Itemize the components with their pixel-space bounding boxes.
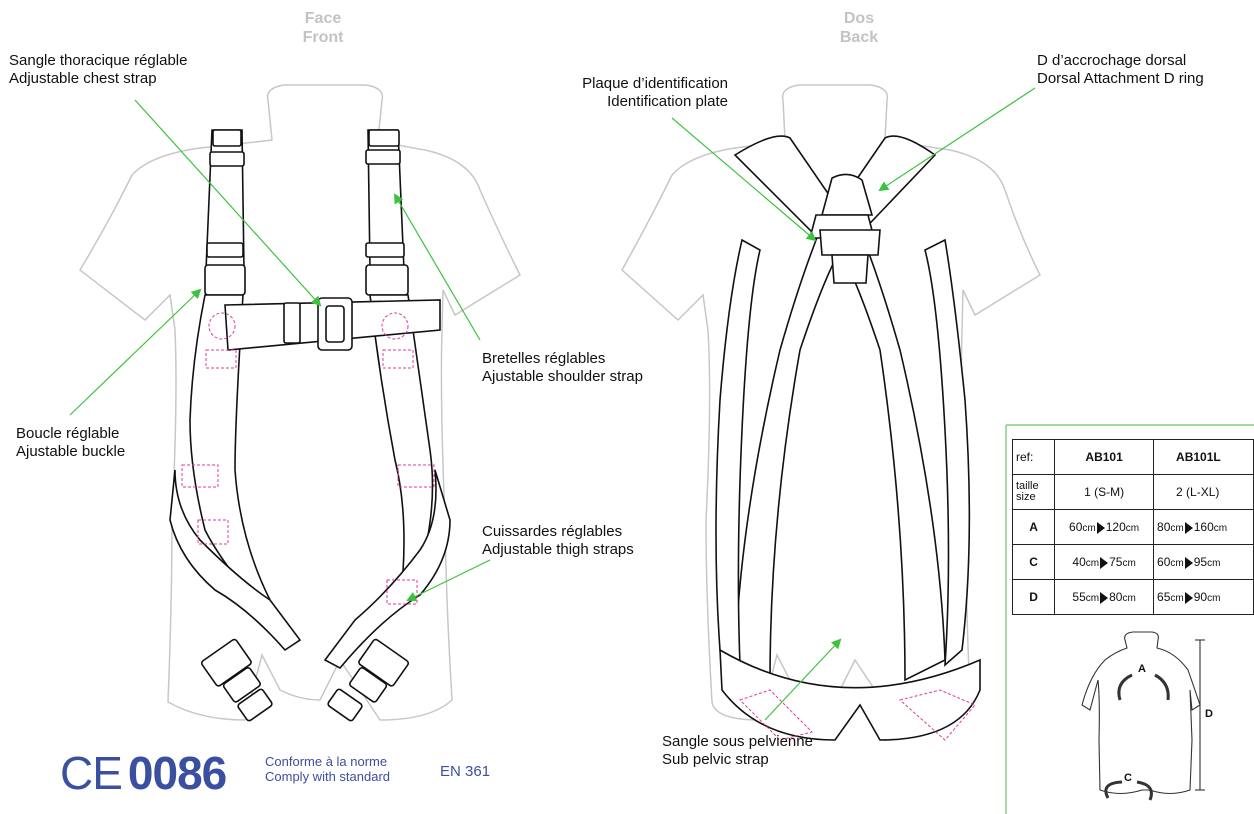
back-header-fr: Dos	[814, 9, 904, 28]
unit: cm	[1170, 593, 1183, 604]
d-ring-label-fr: D d’accrochage dorsal	[1037, 52, 1204, 70]
conformity-text: Conforme à la norme Comply with standard	[265, 754, 390, 784]
d-ring-label: D d’accrochage dorsal Dorsal Attachment …	[1037, 52, 1204, 88]
shoulder-strap-label-fr: Bretelles réglables	[482, 350, 643, 368]
conformity-fr: Conforme à la norme	[265, 754, 390, 769]
size-figure-label-a: A	[1138, 663, 1146, 675]
unit: cm	[1170, 558, 1183, 569]
value: 95	[1194, 555, 1207, 569]
value: 80	[1109, 590, 1122, 604]
buckle-label-en: Ajustable buckle	[16, 443, 125, 461]
model-2: AB101L	[1154, 440, 1254, 475]
value: 120	[1106, 520, 1126, 534]
front-harness	[170, 130, 450, 722]
id-plate-label: Plaque d’identification Identification p…	[545, 75, 728, 111]
arrow-icon	[1185, 592, 1193, 604]
size-figure-label-c: C	[1124, 772, 1132, 784]
id-plate-label-en: Identification plate	[545, 93, 728, 111]
buckle-label-fr: Boucle réglable	[16, 425, 125, 443]
pelvic-strap-label: Sangle sous pelvienne Sub pelvic strap	[662, 733, 813, 769]
row-key-d: D	[1013, 580, 1055, 615]
unit: cm	[1207, 593, 1220, 604]
unit: cm	[1082, 523, 1095, 534]
value: 80	[1157, 520, 1170, 534]
ref-header: ref:	[1013, 440, 1055, 475]
standard-number: EN 361	[440, 763, 490, 780]
value: 65	[1157, 590, 1170, 604]
pelvic-strap-label-en: Sub pelvic strap	[662, 751, 813, 769]
table-row: ref: AB101 AB101L	[1013, 440, 1254, 475]
model-1: AB101	[1055, 440, 1154, 475]
unit: cm	[1207, 558, 1220, 569]
front-torso-outline	[80, 85, 520, 720]
size-header-en: size	[1016, 491, 1036, 503]
arrow-icon	[1097, 522, 1105, 534]
pelvic-strap-label-fr: Sangle sous pelvienne	[662, 733, 813, 751]
thigh-straps-label: Cuissardes réglables Adjustable thigh st…	[482, 523, 634, 559]
value: 60	[1157, 555, 1170, 569]
back-harness	[716, 136, 980, 740]
notified-body-number: 0086	[128, 747, 226, 799]
size-2: 2 (L-XL)	[1154, 475, 1254, 510]
unit: cm	[1170, 523, 1183, 534]
chest-strap-label: Sangle thoracique réglable Adjustable ch…	[9, 52, 187, 88]
d-ring-label-en: Dorsal Attachment D ring	[1037, 70, 1204, 88]
size-figure-label-d: D	[1205, 708, 1213, 720]
arrow-icon	[1100, 592, 1108, 604]
arrow-icon	[1185, 557, 1193, 569]
back-header: Dos Back	[814, 9, 904, 47]
back-header-en: Back	[814, 28, 904, 47]
value: 55	[1072, 590, 1085, 604]
unit: cm	[1122, 593, 1135, 604]
thigh-straps-label-fr: Cuissardes réglables	[482, 523, 634, 541]
value: 90	[1194, 590, 1207, 604]
shoulder-strap-label-en: Ajustable shoulder strap	[482, 368, 643, 386]
value: 75	[1109, 555, 1122, 569]
chest-strap-label-fr: Sangle thoracique réglable	[9, 52, 187, 70]
unit: cm	[1214, 523, 1227, 534]
conformity-en: Comply with standard	[265, 769, 390, 784]
chest-strap-label-en: Adjustable chest strap	[9, 70, 187, 88]
thigh-straps-label-en: Adjustable thigh straps	[482, 541, 634, 559]
ce-symbol: CE	[60, 747, 122, 799]
unit: cm	[1126, 523, 1139, 534]
row-key-c: C	[1013, 545, 1055, 580]
value: 60	[1069, 520, 1082, 534]
shoulder-strap-label: Bretelles réglables Ajustable shoulder s…	[482, 350, 643, 386]
arrow-icon	[1185, 522, 1193, 534]
value: 40	[1072, 555, 1085, 569]
front-header-fr: Face	[278, 9, 368, 28]
id-plate-label-fr: Plaque d’identification	[545, 75, 728, 93]
arrow-icon	[1100, 557, 1108, 569]
unit: cm	[1122, 558, 1135, 569]
unit: cm	[1086, 558, 1099, 569]
size-1: 1 (S-M)	[1055, 475, 1154, 510]
row-key-a: A	[1013, 510, 1055, 545]
size-figure	[1082, 632, 1205, 800]
front-header: Face Front	[278, 9, 368, 47]
buckle-label: Boucle réglable Ajustable buckle	[16, 425, 125, 461]
unit: cm	[1086, 593, 1099, 604]
value: 160	[1194, 520, 1214, 534]
front-header-en: Front	[278, 28, 368, 47]
